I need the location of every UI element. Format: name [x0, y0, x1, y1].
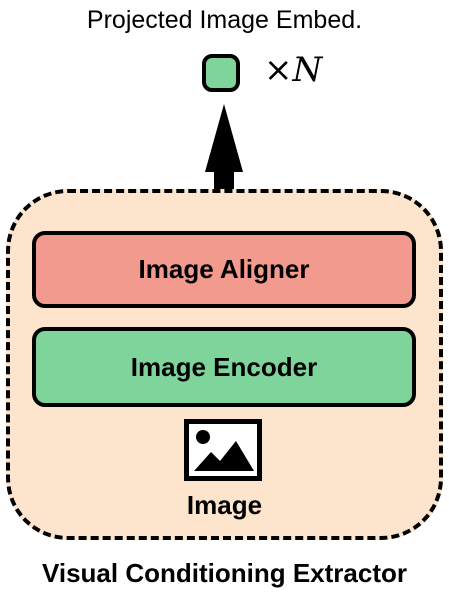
image-encoder-label: Image Encoder	[130, 351, 318, 382]
image-aligner-label: Image Aligner	[138, 254, 310, 284]
output-label: Projected Image Embed.	[86, 6, 363, 34]
image-input-label: Image	[186, 490, 263, 520]
up-arrow	[205, 104, 243, 194]
multiplier-variable: N	[292, 50, 323, 90]
times-symbol: ×	[264, 50, 293, 90]
image-encoder-block: Image Encoder	[32, 327, 416, 407]
image-aligner-block: Image Aligner	[32, 231, 416, 308]
extractor-title: Visual Conditioning Extractor	[41, 558, 407, 588]
embedding-token	[202, 54, 240, 92]
image-icon	[184, 419, 262, 481]
multiplier-label: ×N	[264, 50, 322, 90]
